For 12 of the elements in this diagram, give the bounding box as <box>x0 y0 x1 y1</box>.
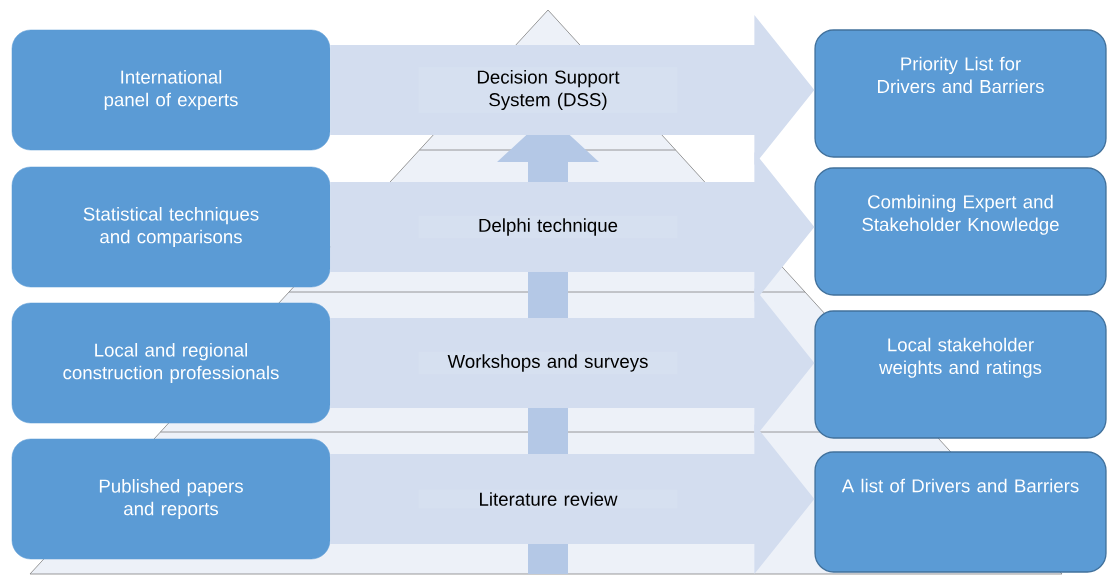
process-box: Local and regional construction professionals <box>11 302 331 424</box>
process-box: Priority List for Drivers and Barriers <box>814 29 1107 158</box>
process-box: Combining Expert and Stakeholder Knowledge <box>814 167 1107 296</box>
process-box: International panel of experts <box>11 29 331 151</box>
process-box: Statistical techniques and comparisons <box>11 166 331 288</box>
edge-label: Decision Support System (DSS) <box>477 69 620 111</box>
edge-label: Literature review <box>480 492 618 506</box>
process-box: A list of Drivers and Barriers <box>814 451 1107 573</box>
process-box: Published papers and reports <box>11 438 331 560</box>
process-box: Local stakeholder weights and ratings <box>814 310 1107 439</box>
edge-label: Delphi technique <box>479 218 618 236</box>
edge-label: Workshops and surveys <box>447 354 648 372</box>
